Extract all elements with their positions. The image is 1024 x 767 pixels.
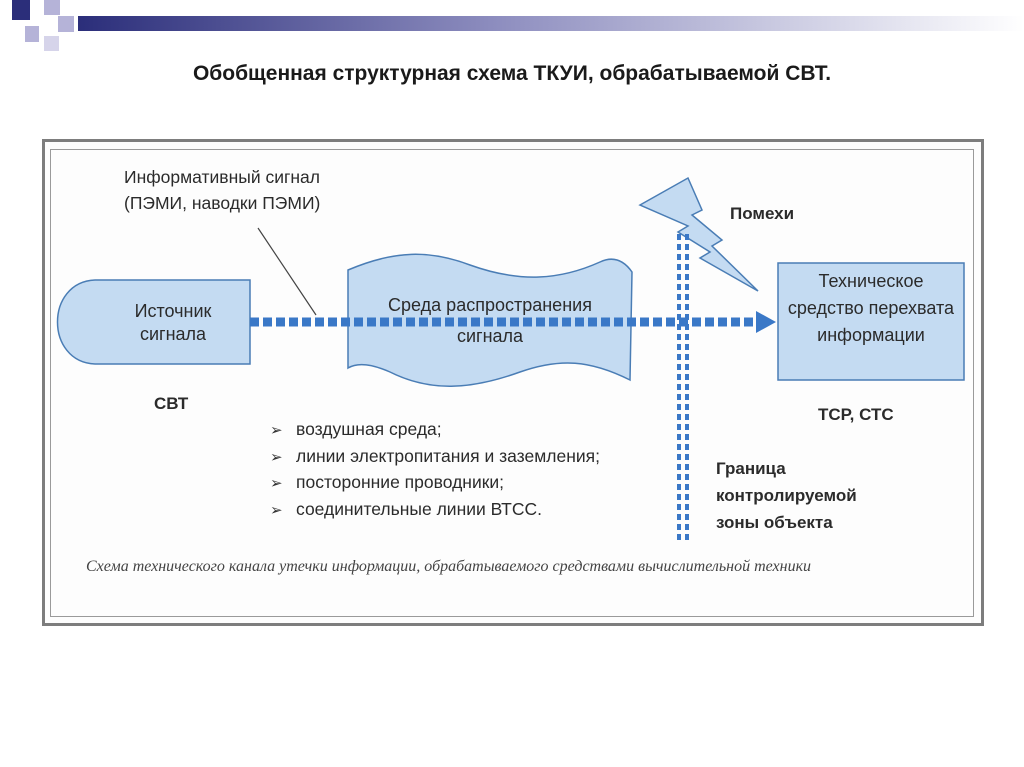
slide-title: Обобщенная структурная схема ТКУИ, обраб… — [192, 62, 832, 85]
list-item: ➢соединительные линии ВТСС. — [270, 496, 600, 523]
interference-label: Помехи — [730, 204, 795, 223]
list-item: ➢воздушная среда; — [270, 416, 600, 443]
media-list: ➢воздушная среда; ➢линии электропитания … — [270, 416, 600, 522]
source-caption: СВТ — [154, 394, 189, 413]
interceptor-caption: ТСР, СТС — [818, 405, 894, 424]
arrowhead-bullet-icon: ➢ — [270, 448, 283, 466]
source-shape — [56, 279, 251, 365]
medium-label: Среда распространения сигнала — [388, 295, 592, 346]
list-item: ➢посторонние проводники; — [270, 469, 600, 496]
arrowhead-bullet-icon: ➢ — [270, 475, 283, 492]
signal-leader-line — [257, 227, 317, 316]
interceptor-shape — [777, 262, 965, 381]
signal-label: Информативный сигнал (ПЭМИ, наводки ПЭМИ… — [124, 167, 321, 213]
source-label: Источник сигнала — [134, 301, 212, 344]
boundary-label: Граница контролируемой зоны объекта — [716, 459, 857, 532]
diagram-caption: Схема технического канала утечки информа… — [86, 558, 812, 575]
arrowhead-bullet-icon: ➢ — [270, 501, 283, 519]
list-item: ➢линии электропитания и заземления; — [270, 443, 600, 470]
header-decoration — [12, 0, 1024, 51]
arrowhead-bullet-icon: ➢ — [270, 422, 283, 439]
lightning-bolt-icon — [638, 176, 759, 292]
diagram-frame — [42, 139, 984, 626]
interceptor-label: Техническое средство перехвата информаци… — [787, 271, 955, 345]
signal-arrow-head — [756, 311, 776, 333]
diagram-inner-frame — [50, 149, 974, 617]
